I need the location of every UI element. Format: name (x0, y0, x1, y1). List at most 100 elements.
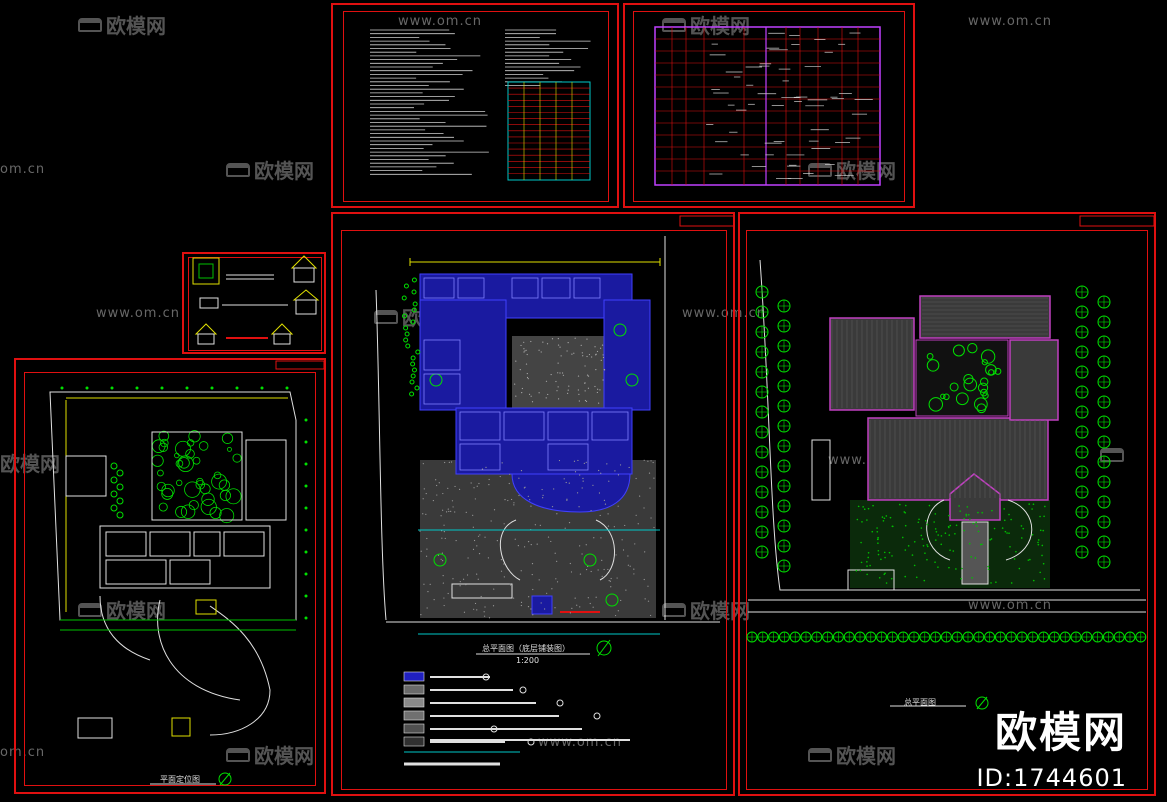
lawn-dot (965, 513, 968, 516)
shrub-symbol (411, 307, 417, 313)
paving-dot (493, 509, 496, 511)
paving-dot (444, 537, 446, 540)
paving-dot (644, 598, 646, 600)
paving-dot (445, 511, 448, 513)
paving-dot (564, 527, 566, 529)
tree-symbol (613, 323, 627, 337)
shrub-symbol (985, 364, 997, 376)
lawn-dot (1018, 567, 1021, 570)
paving-dot (647, 460, 649, 462)
paving-dot (472, 548, 475, 550)
paving-dot (643, 578, 645, 581)
lawn-dot (924, 552, 926, 554)
legend-swatch (403, 697, 425, 708)
lawn-dot (915, 576, 918, 579)
schedule-table (654, 26, 881, 186)
paving-dot (527, 541, 530, 543)
watermark-logo: 欧模网 (226, 155, 314, 184)
paving-dot (617, 610, 619, 612)
lawn-dot (940, 543, 943, 546)
lawn-dot (1008, 532, 1010, 534)
shrub-symbol (963, 373, 974, 385)
paving-dot (592, 606, 594, 608)
paving-dot (551, 506, 554, 508)
paving-dot (531, 573, 533, 576)
lawn-dot (974, 557, 977, 559)
paving-dot (601, 559, 603, 561)
lawn-dot (883, 551, 886, 554)
paving-dot (503, 563, 505, 565)
paving-dot (476, 545, 478, 547)
paving-dot (528, 596, 530, 598)
shrub-symbol (192, 456, 201, 465)
paving-dot (542, 341, 544, 343)
right-plan-roof-main (867, 417, 1049, 501)
paving-dot (617, 505, 619, 507)
paving-dot (571, 353, 573, 355)
lawn-dot (866, 519, 868, 521)
paving-dot (447, 592, 449, 595)
title-block-strips (275, 215, 1155, 370)
paving-dot (523, 348, 525, 350)
paving-dot (474, 498, 476, 500)
paving-dot (554, 552, 556, 554)
paving-dot (576, 604, 578, 606)
paving-dot (452, 578, 454, 580)
shrub-symbol (949, 382, 959, 392)
paving-dot (436, 484, 438, 487)
shrub-symbol (151, 439, 166, 453)
paving-dot (458, 488, 461, 491)
paving-dot (443, 597, 445, 599)
paving-dot (513, 504, 515, 506)
paving-dot (541, 488, 543, 491)
paving-dot (614, 470, 616, 472)
paving-dot (579, 606, 581, 608)
paving-dot (504, 498, 506, 501)
paving-dot (521, 392, 523, 394)
paving-dot (442, 582, 444, 584)
paving-dot (607, 525, 610, 527)
sofa-icon (662, 17, 686, 32)
paving-dot (525, 363, 528, 365)
lawn-dot (977, 530, 980, 533)
paving-dot (517, 545, 519, 547)
lawn-dot (1037, 541, 1039, 544)
paving-dot (586, 374, 589, 376)
room-outline (423, 277, 455, 299)
middle-plan-dimension-lines (409, 258, 661, 635)
lawn-dot (968, 542, 971, 545)
sheet-schedule-inner-frame (633, 11, 905, 202)
paving-dot (503, 523, 505, 525)
sheet-left-inner-frame (24, 372, 316, 786)
paving-dot (652, 461, 654, 464)
paving-dot (584, 399, 587, 402)
lawn-dot (954, 532, 956, 535)
paving-dot (615, 554, 617, 556)
paving-dot (444, 461, 446, 464)
middle-plan-legend (403, 671, 630, 766)
shrub-symbol (225, 488, 242, 505)
lawn-dot (855, 569, 858, 572)
paving-dot (568, 482, 570, 484)
paving-dot (582, 355, 584, 357)
left-plan-site (49, 391, 297, 739)
paving-dot (597, 388, 599, 390)
shrub-symbol (940, 393, 946, 400)
lawn-dot (1013, 558, 1016, 560)
paving-dot (463, 611, 466, 613)
tree-symbol (583, 553, 597, 567)
sheet-schedule (623, 3, 915, 208)
grid-marker (160, 386, 164, 390)
paving-dot (585, 400, 588, 402)
left-plan-dim-ticks (60, 386, 308, 620)
paving-dot (459, 581, 461, 583)
watermark-brand: 欧模网 (106, 14, 166, 38)
paving-dot (534, 524, 536, 526)
lawn-dot (904, 575, 907, 578)
paving-dot (441, 552, 443, 554)
shrub-symbol (151, 454, 164, 467)
paving-dot (603, 568, 605, 571)
lawn-dot (926, 558, 928, 561)
paving-dot (557, 372, 559, 374)
